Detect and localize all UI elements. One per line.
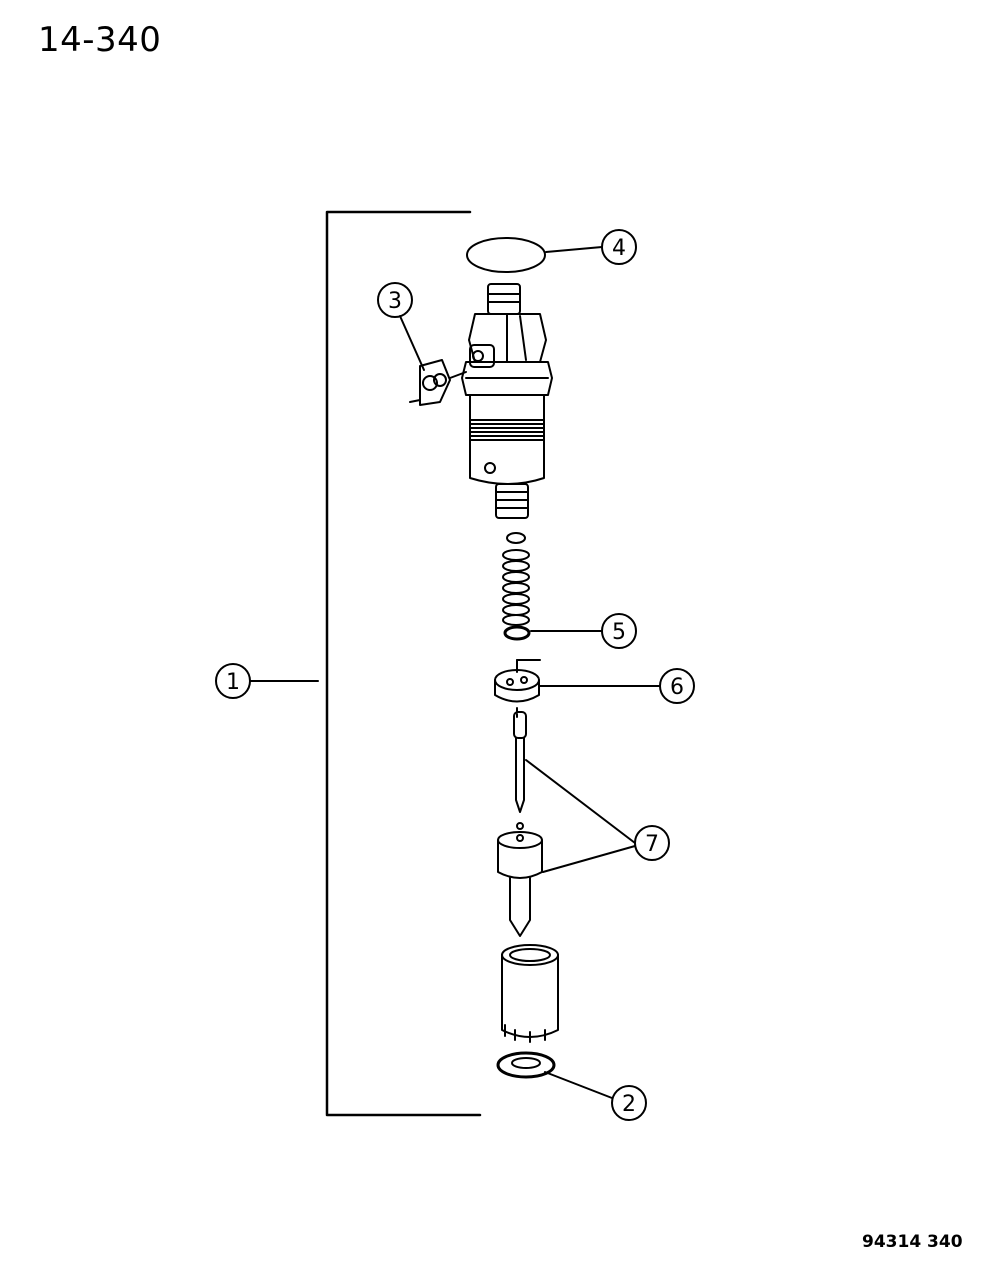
nozzle-nut-part <box>501 944 559 1043</box>
nozzle-body-part <box>497 831 543 937</box>
copper-washer-part <box>496 1051 556 1079</box>
assembly-bracket <box>325 210 482 1117</box>
callout-label-7: 7 <box>645 832 659 857</box>
callout-circle-5 <box>601 613 637 649</box>
leader-line-7a <box>525 759 636 844</box>
callout-circle-3 <box>377 282 413 318</box>
injector-body-part <box>461 283 553 519</box>
callout-circle-4 <box>601 229 637 265</box>
page-number: 14-340 <box>38 20 162 60</box>
intermediate-plate-part <box>494 659 541 719</box>
nozzle-needle-part <box>513 711 527 830</box>
callout-label-6: 6 <box>670 675 684 700</box>
o-ring-part <box>466 237 546 273</box>
leader-line-7b <box>542 845 636 873</box>
spring-seat-part <box>503 625 531 641</box>
leader-line-3 <box>399 315 425 371</box>
figure-code: 94314 340 <box>862 1232 963 1252</box>
callout-label-2: 2 <box>622 1092 636 1117</box>
callout-label-3: 3 <box>388 289 402 314</box>
retainer-clip-part <box>409 359 467 406</box>
callout-label-1: 1 <box>226 670 240 695</box>
callout-circle-1 <box>215 663 251 699</box>
callout-circle-7 <box>634 825 670 861</box>
callout-label-5: 5 <box>612 620 626 645</box>
spring-part <box>502 549 530 626</box>
leader-line-4 <box>545 246 603 253</box>
leader-line-2 <box>544 1071 613 1099</box>
callout-circle-6 <box>659 668 695 704</box>
callout-label-4: 4 <box>612 236 626 261</box>
shim-part <box>506 532 526 544</box>
callout-circle-2 <box>611 1085 647 1121</box>
